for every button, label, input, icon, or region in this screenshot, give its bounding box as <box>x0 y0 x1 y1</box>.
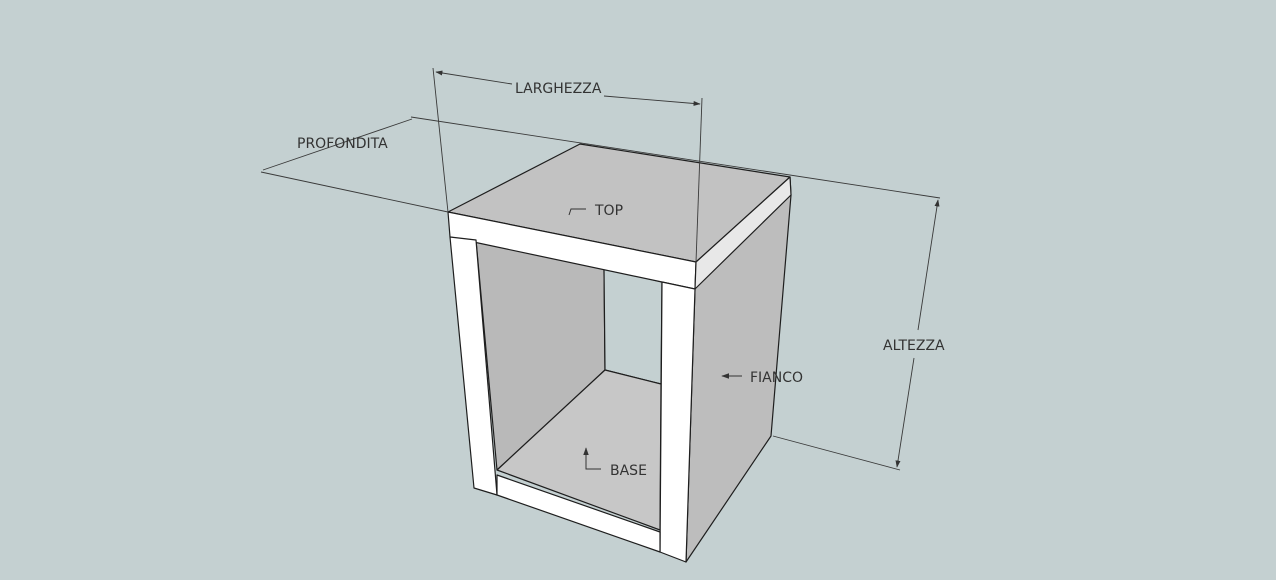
profondita-label: PROFONDITA <box>297 136 388 152</box>
fianco-label: FIANCO <box>750 370 803 386</box>
dimension-larghezza[interactable]: LARGHEZZA <box>432 67 703 263</box>
right-side-panel-edge <box>659 281 696 563</box>
dimension-profondita[interactable]: PROFONDITA <box>260 116 941 213</box>
back-panel-gap <box>603 267 663 385</box>
label-fianco[interactable]: FIANCO <box>721 370 803 386</box>
top-panel-side-edge <box>694 176 792 290</box>
cabinet-model[interactable] <box>447 143 792 563</box>
top-label: TOP <box>594 203 623 219</box>
base-panel-front-edge <box>496 474 661 553</box>
base-label: BASE <box>610 463 647 479</box>
dimension-altezza[interactable]: ALTEZZA <box>772 199 945 471</box>
label-top[interactable]: TOP <box>568 203 623 219</box>
larghezza-label: LARGHEZZA <box>515 81 602 97</box>
altezza-label: ALTEZZA <box>883 338 945 354</box>
label-base[interactable]: BASE <box>583 447 647 479</box>
